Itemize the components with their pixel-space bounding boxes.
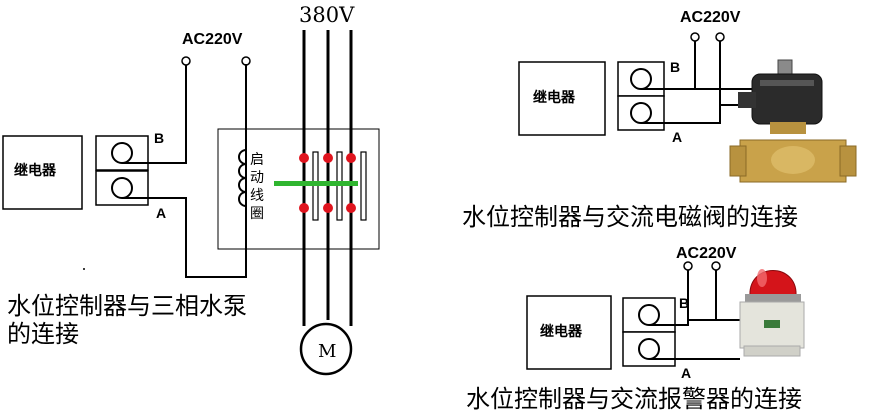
valve-terminal-b-block: [617, 61, 665, 97]
valve-terminal-a-label: A: [672, 129, 682, 145]
pump-voltage-label: 380V: [299, 3, 355, 27]
pump-ac-terminal-2: [241, 56, 251, 66]
contact-dot: [346, 203, 356, 213]
motor-label: M: [318, 341, 336, 362]
alarm-ac-terminal-2: [711, 261, 721, 271]
pump-relay-label: 继电器: [14, 162, 57, 179]
solenoid-valve-icon: [729, 59, 857, 183]
valve-relay-box: [518, 61, 606, 136]
valve-wire-a: [641, 40, 721, 124]
alarm-terminal-b-label: B: [679, 295, 689, 311]
valve-ac-terminal-1: [690, 32, 700, 42]
contact-dot: [299, 153, 309, 163]
alarm-terminal-a-label: A: [681, 365, 691, 381]
pump-terminal-a-block: [95, 170, 149, 206]
contact-dot: [323, 153, 333, 163]
pump-terminal-a-label: A: [156, 205, 166, 221]
coil-char-3: 线: [250, 188, 264, 204]
valve-terminal-b-label: B: [670, 59, 680, 75]
contactor-box: [217, 128, 380, 250]
motor-symbol: [299, 322, 353, 376]
coil-char-1: 启: [250, 152, 264, 168]
pump-ac-terminal-1: [181, 56, 191, 66]
pump-terminal-b-block: [95, 135, 149, 171]
valve-caption: 水位控制器与交流电磁阀的连接: [462, 203, 798, 231]
valve-ac-terminal-2: [715, 32, 725, 42]
alarm-wire-b-load: [688, 270, 717, 321]
pump-ac-label: AC220V: [182, 31, 243, 48]
contact-dot: [323, 203, 333, 213]
alarm-wire-b: [649, 270, 689, 326]
alarm-ac-terminal-1: [683, 261, 693, 271]
stray-dot: [83, 268, 85, 270]
contact-dot: [346, 153, 356, 163]
coil-char-4: 圈: [250, 206, 264, 222]
alarm-caption: 水位控制器与交流报警器的连接: [466, 385, 802, 413]
alarm-ac-label: AC220V: [676, 245, 737, 262]
pump-terminal-b-label: B: [154, 130, 164, 146]
armature-bar: [274, 181, 358, 186]
alarm-relay-label: 继电器: [540, 323, 583, 340]
alarm-diagram: 继电器 AC220V B A 水位控制器与交流报警器的连接: [466, 245, 805, 413]
valve-ac-label: AC220V: [680, 9, 741, 26]
pump-wire-b: [122, 64, 187, 164]
valve-terminal-a-block: [617, 95, 665, 131]
coil-symbol: [238, 64, 247, 240]
alarm-terminal-b-block: [622, 297, 676, 333]
pump-caption-line1: 水位控制器与三相水泵: [7, 292, 247, 320]
alarm-terminal-a-block: [622, 331, 676, 367]
pump-caption-line2: 的连接: [7, 320, 79, 348]
contact-dot: [299, 203, 309, 213]
alarm-relay-box: [526, 295, 612, 370]
valve-diagram: 继电器 AC220V B A 水位控制器与交流电磁阀的连接: [462, 9, 857, 231]
pump-diagram: 继电器 B A AC220V 380V 启 动 线 圈 M 水位控: [2, 3, 380, 376]
coil-char-2: 动: [250, 170, 264, 186]
valve-relay-label: 继电器: [533, 89, 576, 106]
pump-relay-box: [2, 135, 83, 210]
contact-plate-3: [360, 151, 367, 221]
alarm-lamp-icon: [739, 269, 805, 357]
